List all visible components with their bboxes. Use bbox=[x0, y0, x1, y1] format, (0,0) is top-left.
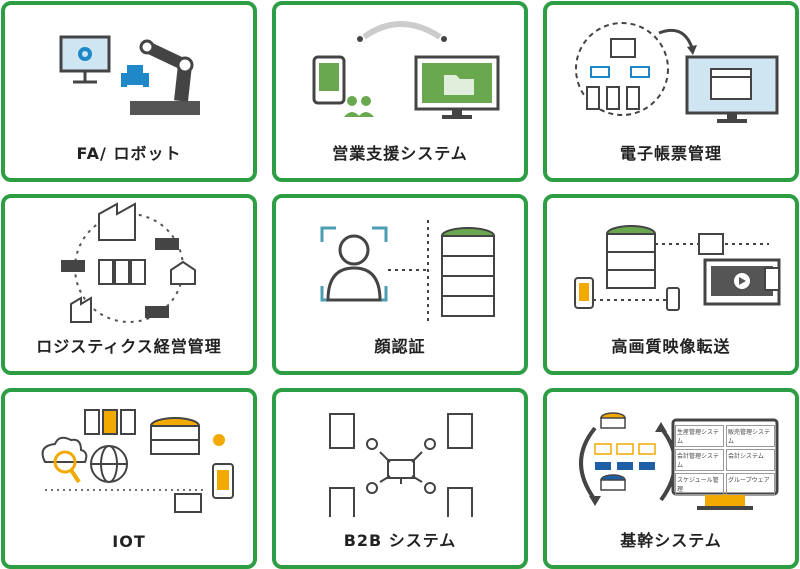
robot-arm-icon bbox=[59, 35, 200, 115]
card-label: FA/ ロボット bbox=[76, 144, 182, 163]
screen-item: 販売管理システム bbox=[726, 425, 775, 447]
card-label: 顔認証 bbox=[374, 337, 426, 356]
card-label: 営業支援システム bbox=[332, 144, 468, 163]
face-recognition-icon bbox=[320, 220, 495, 323]
card-label: 基幹システム bbox=[620, 531, 722, 550]
card-b2b[interactable]: B2B システム bbox=[272, 388, 528, 569]
logistics-icon bbox=[61, 202, 196, 323]
screen-item: 会計管理システム bbox=[675, 449, 724, 471]
card-core-system[interactable]: 生産管理システム 販売管理システム 会計管理システム 会計システム スケジュール… bbox=[543, 388, 799, 569]
card-iot[interactable]: IOT bbox=[1, 388, 257, 569]
card-label: 高画質映像転送 bbox=[611, 337, 731, 356]
core-system-screen: 生産管理システム 販売管理システム 会計管理システム 会計システム スケジュール… bbox=[675, 423, 775, 495]
e-form-icon bbox=[575, 22, 779, 123]
card-video-transfer[interactable]: 高画質映像転送 bbox=[543, 194, 799, 375]
card-label: IOT bbox=[112, 532, 146, 551]
card-label: 電子帳票管理 bbox=[619, 144, 722, 163]
screen-item: 会計システム bbox=[726, 449, 775, 471]
iot-icon bbox=[41, 409, 234, 513]
card-fa-robot[interactable]: FA/ ロボット bbox=[1, 1, 257, 182]
screen-item: 生産管理システム bbox=[675, 425, 724, 447]
card-sales-support[interactable]: 営業支援システム bbox=[272, 1, 528, 182]
sales-sync-icon bbox=[312, 21, 500, 119]
card-label: ロジスティクス経営管理 bbox=[36, 337, 222, 356]
card-logistics[interactable]: ロジスティクス経営管理 bbox=[1, 194, 257, 375]
screen-item: スケジュール管理 bbox=[675, 473, 724, 495]
video-transfer-icon bbox=[574, 225, 781, 311]
b2b-icon bbox=[329, 413, 473, 517]
card-e-form[interactable]: 電子帳票管理 bbox=[543, 1, 799, 182]
card-label: B2B システム bbox=[343, 531, 457, 550]
core-system-icon bbox=[579, 412, 779, 510]
screen-item: グループウェア bbox=[726, 473, 775, 495]
card-face-recognition[interactable]: 顔認証 bbox=[272, 194, 528, 375]
